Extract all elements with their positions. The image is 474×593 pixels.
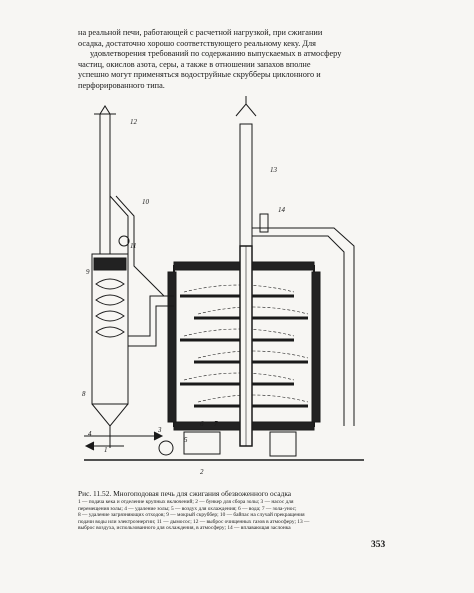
page-number: 353 <box>371 540 386 550</box>
exhaust-fan <box>118 235 130 247</box>
figure-label: 10 <box>142 198 150 206</box>
body-line: перфорированного типа. <box>78 80 165 90</box>
legend-line: выброс воздуха, использованного для охла… <box>78 525 291 532</box>
figure-label: 7 <box>214 420 218 428</box>
figure-caption-title: Рис. 11.52. Многоподовая печь для сжиган… <box>78 489 292 498</box>
figure-label: 4 <box>88 430 92 438</box>
exhaust-stack <box>99 113 111 255</box>
damper-duct <box>252 227 355 426</box>
figure-label: 14 <box>278 206 286 214</box>
figure-label: 12 <box>130 118 138 126</box>
figure-label: 3 <box>157 426 162 434</box>
ash-pump <box>158 440 174 456</box>
ash-hopper <box>183 431 221 455</box>
legend-line: 8 — удаление загрязняющих отходов; 9 — м… <box>78 512 305 519</box>
wet-scrubber <box>91 253 129 405</box>
legend-line: 1 — подача кека и отделение крупных вклю… <box>78 499 294 505</box>
bypass-duct <box>115 195 165 297</box>
body-line: частиц, окислов азота, серы, а также в о… <box>78 59 311 69</box>
figure-label: 6 <box>200 420 204 428</box>
figure-label: 11 <box>130 242 136 250</box>
body-line: на реальной печи, работающей с расчетной… <box>78 28 323 37</box>
body-line: удовлетворения требований по содержанию … <box>90 49 342 59</box>
figure-label: 2 <box>200 468 204 476</box>
body-line: осадка, достаточно хорошо соответствующе… <box>78 38 316 48</box>
gas-duct <box>128 295 174 337</box>
figure-label: 13 <box>270 166 278 174</box>
stack-cap <box>99 105 111 115</box>
legend-line: перемещения золы; 4 — удаление золы; 5 —… <box>78 505 297 512</box>
floating-damper <box>259 213 269 233</box>
figure-legend: 1 — подача кека и отделение крупных вклю… <box>78 499 408 532</box>
figure-label: 5 <box>184 436 188 444</box>
cooling-air-stack <box>239 123 253 247</box>
body-line: успешно могут применяться водоструйные с… <box>78 70 321 80</box>
furnace-diagram: 13 14 12 10 11 9 8 7 6 5 4 3 2 1 <box>82 96 364 476</box>
figure-label: 9 <box>86 268 90 276</box>
figure-label: 1 <box>104 446 108 454</box>
body-paragraph: на реальной печи, работающей с расчетной… <box>78 28 408 92</box>
legend-line: подачи воды или электроэнергии; 11 — дым… <box>78 518 310 525</box>
figure-label: 8 <box>82 390 86 398</box>
